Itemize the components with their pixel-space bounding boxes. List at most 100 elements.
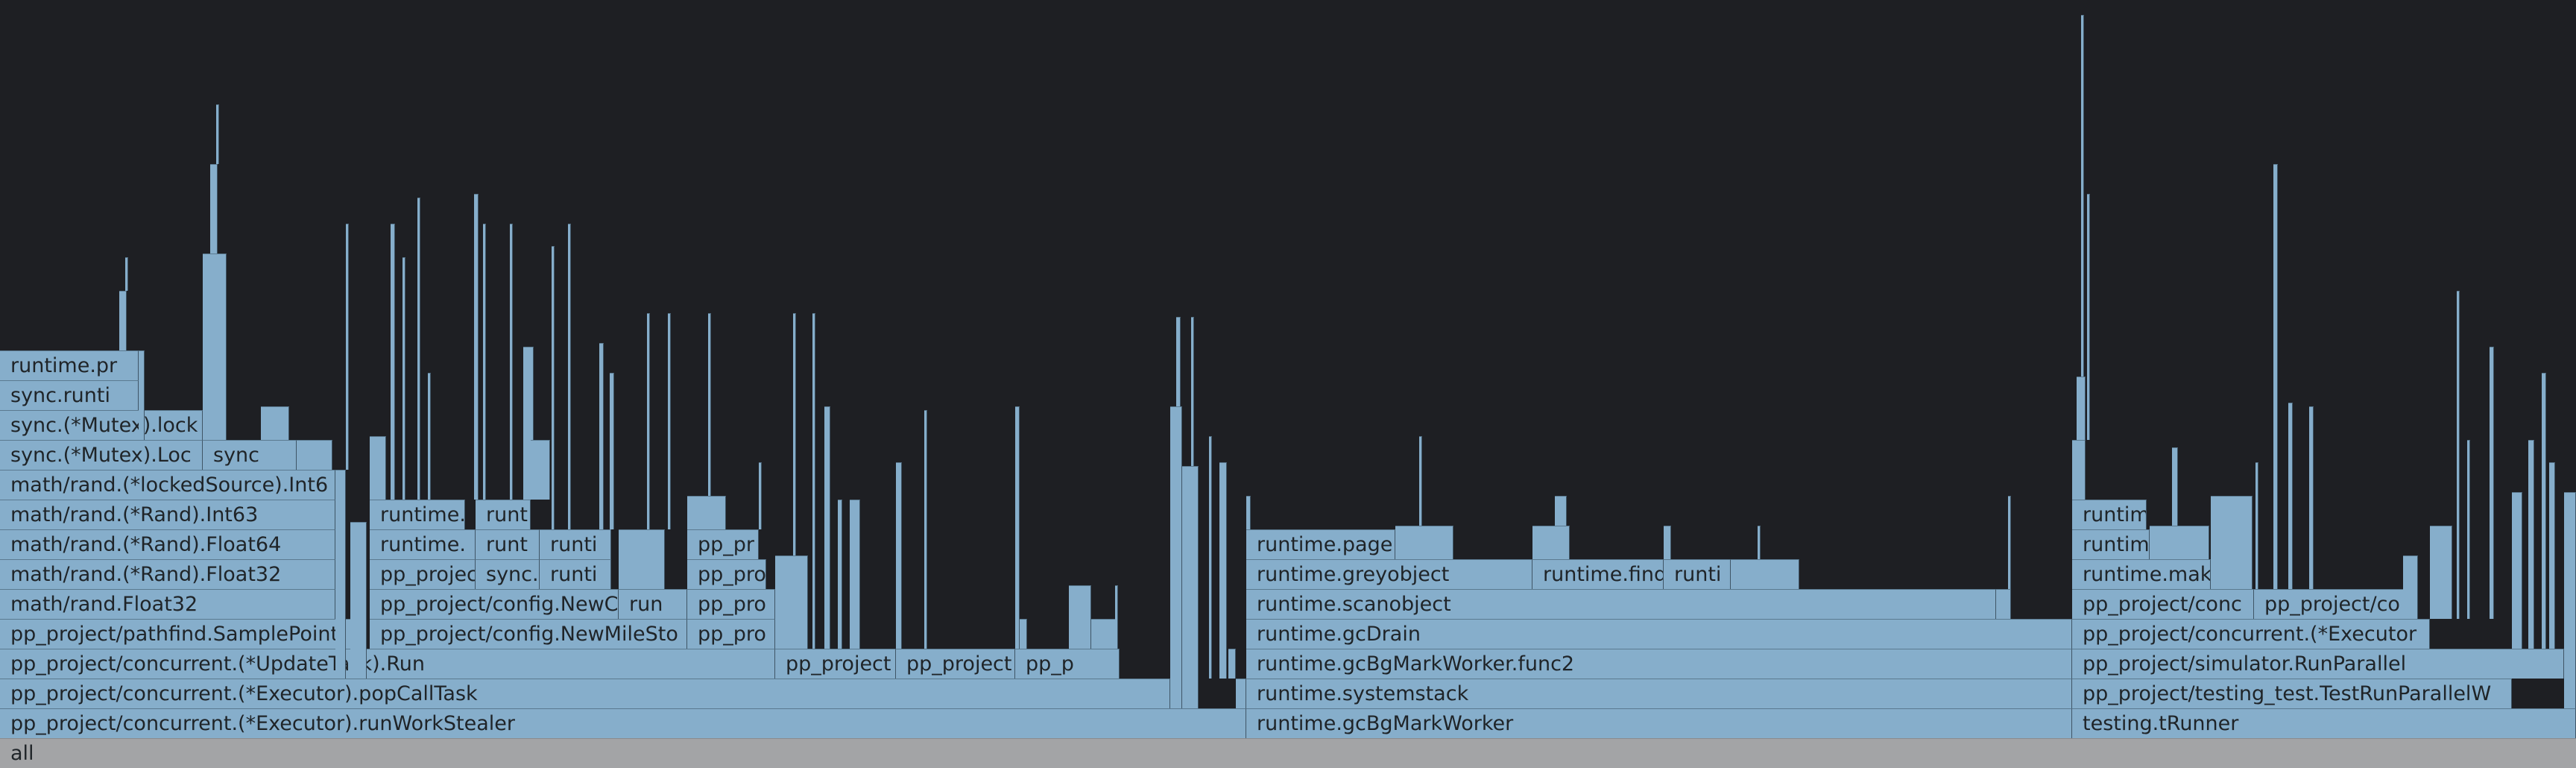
frame-pp-project-b[interactable]: pp_project — [896, 649, 1015, 679]
frame-sliver[interactable] — [2403, 555, 2418, 619]
frame-sliver[interactable] — [1182, 466, 1199, 708]
frame-sliver[interactable] — [1246, 496, 1251, 529]
frame-runtime-mak[interactable]: runtime.mak — [2072, 559, 2211, 589]
frame-rand-float32[interactable]: math/rand.(*Rand).Float32 — [0, 559, 335, 589]
frame-pp-project-conc[interactable]: pp_project/conc — [2072, 589, 2254, 619]
frame-sliver[interactable] — [2542, 373, 2546, 649]
frame-gc-drain[interactable]: runtime.gcDrain — [1246, 619, 2072, 649]
frame-sync-6[interactable]: sync. — [476, 559, 540, 589]
frame-sliver[interactable] — [2172, 447, 2178, 526]
frame-sliver[interactable] — [1209, 436, 1212, 679]
frame-pp-pr-7[interactable]: pp_pr — [687, 529, 759, 559]
frame-mutex-lock[interactable]: sync.(*Mutex).Loc — [0, 440, 203, 470]
frame-new-milestone[interactable]: pp_project/config.NewMileSto — [370, 619, 687, 649]
frame-float32[interactable]: math/rand.Float32 — [0, 589, 335, 619]
frame-sliver[interactable] — [474, 194, 479, 500]
frame-rand-int63[interactable]: math/rand.(*Rand).Int63 — [0, 500, 335, 529]
frame-sliver[interactable] — [402, 257, 405, 500]
frame-sliver[interactable] — [139, 350, 145, 440]
frame-sliver[interactable] — [2528, 440, 2534, 649]
frame-sliver[interactable] — [2255, 462, 2258, 589]
frame-sliver[interactable] — [599, 343, 604, 529]
frame-scanobject[interactable]: runtime.scanobject — [1246, 589, 1996, 619]
frame-new-config[interactable]: pp_project/config.NewC — [370, 589, 619, 619]
frame-sliver[interactable] — [210, 164, 218, 254]
frame-sliver[interactable] — [759, 462, 762, 529]
frame-sliver[interactable] — [1555, 496, 1567, 526]
frame-runti-7[interactable]: runti — [540, 529, 611, 559]
frame-sliver[interactable] — [708, 313, 711, 496]
frame-sliver[interactable] — [1395, 526, 1453, 559]
frame-sliver[interactable] — [1020, 619, 1027, 649]
frame-sliver[interactable] — [261, 406, 289, 440]
frame-runti-6b[interactable]: runti — [1664, 559, 1731, 589]
frame-pp-project-co[interactable]: pp_project/co — [2254, 589, 2406, 619]
frame-systemstack[interactable]: runtime.systemstack — [1246, 679, 2072, 708]
frame-pp-pro-6[interactable]: pp_pro — [687, 559, 766, 589]
frame-runt-8[interactable]: runt — [476, 500, 531, 529]
frame-testing-trunner[interactable]: testing.tRunner — [2072, 708, 2576, 738]
frame-gc-bg-mark-worker-func2[interactable]: runtime.gcBgMarkWorker.func2 — [1246, 649, 2072, 679]
frame-greyobject[interactable]: runtime.greyobject — [1246, 559, 1532, 589]
frame-sliver[interactable] — [428, 373, 431, 500]
frame-runtime-8a[interactable]: runtime. — [370, 500, 465, 529]
frame-sliver[interactable] — [1236, 679, 1246, 708]
frame-runtim-8[interactable]: runtim — [2072, 500, 2147, 529]
frame-sliver[interactable] — [824, 406, 830, 649]
frame-sliver[interactable] — [2288, 403, 2293, 589]
frame-sliver[interactable] — [335, 470, 346, 679]
frame-sliver[interactable] — [2549, 462, 2555, 649]
frame-pp-pro-5[interactable]: pp_pro — [687, 589, 775, 619]
frame-sliver[interactable] — [2273, 164, 2278, 589]
frame-sliver[interactable] — [510, 224, 513, 500]
frame-sync-runtime[interactable]: sync.runti — [0, 380, 139, 410]
frame-locked-source-int63[interactable]: math/rand.(*lockedSource).Int6 — [0, 470, 335, 500]
frame-sliver[interactable] — [1664, 526, 1671, 559]
frame-sliver[interactable] — [2077, 377, 2086, 440]
frame-sliver[interactable] — [2150, 526, 2209, 559]
frame-sliver[interactable] — [2309, 406, 2314, 589]
frame-run-5[interactable]: run — [619, 589, 687, 619]
frame-sliver[interactable] — [297, 440, 332, 470]
frame-sliver[interactable] — [216, 104, 219, 164]
frame-sliver[interactable] — [531, 440, 550, 500]
frame-sliver[interactable] — [2430, 526, 2452, 619]
frame-sliver[interactable] — [896, 462, 902, 649]
frame-sliver[interactable] — [1419, 436, 1422, 526]
frame-sliver[interactable] — [2457, 291, 2460, 619]
frame-sliver[interactable] — [2564, 492, 2576, 708]
frame-test-run-parallel[interactable]: pp_project/testing_test.TestRunParallelW — [2072, 679, 2512, 708]
frame-sliver[interactable] — [391, 224, 395, 500]
frame-sliver[interactable] — [647, 313, 650, 529]
frame-runtime-find[interactable]: runtime.find — [1532, 559, 1664, 589]
frame-runtime-7a[interactable]: runtime. — [370, 529, 476, 559]
frame-runt-7[interactable]: runt — [476, 529, 540, 559]
frame-sliver[interactable] — [552, 246, 555, 529]
frame-sliver[interactable] — [119, 291, 127, 350]
frame-sliver[interactable] — [1731, 559, 1799, 589]
frame-sliver[interactable] — [775, 555, 808, 649]
frame-sliver[interactable] — [2081, 15, 2084, 377]
frame-root-all[interactable]: all — [0, 738, 2576, 768]
frame-run-parallel[interactable]: pp_project/simulator.RunParallel — [2072, 649, 2564, 679]
frame-sliver[interactable] — [1532, 526, 1570, 559]
frame-sliver[interactable] — [619, 529, 665, 589]
frame-pp-projec-6[interactable]: pp_projec — [370, 559, 476, 589]
frame-sliver[interactable] — [1170, 406, 1182, 708]
frame-sliver[interactable] — [125, 257, 128, 291]
frame-sliver[interactable] — [2490, 347, 2494, 619]
frame-sliver[interactable] — [483, 224, 486, 500]
frame-pp-p[interactable]: pp_p — [1015, 649, 1120, 679]
frame-runti-6[interactable]: runti — [540, 559, 611, 589]
frame-sliver[interactable] — [2467, 440, 2470, 619]
frame-sliver[interactable] — [1758, 526, 1761, 559]
frame-pop-call-task[interactable]: pp_project/concurrent.(*Executor).popCal… — [0, 679, 1170, 708]
frame-sliver[interactable] — [1176, 317, 1181, 406]
frame-sliver[interactable] — [1228, 649, 1236, 679]
frame-runtim-7[interactable]: runtim — [2072, 529, 2150, 559]
frame-sliver[interactable] — [2087, 194, 2090, 440]
frame-sliver[interactable] — [346, 224, 349, 470]
frame-sliver[interactable] — [687, 496, 726, 529]
frame-sliver[interactable] — [812, 313, 815, 649]
frame-sliver[interactable] — [1091, 619, 1118, 649]
